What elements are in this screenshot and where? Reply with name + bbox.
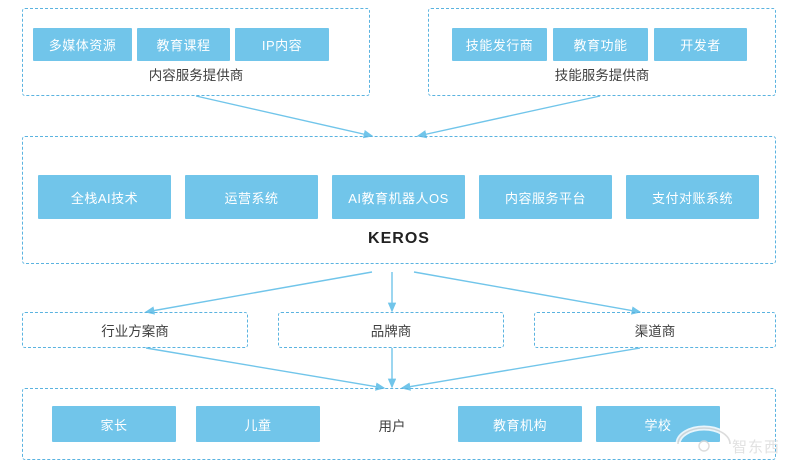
- chip-content-service-platform[interactable]: 内容服务平台: [479, 175, 612, 219]
- watermark-logo: 智东西: [675, 425, 780, 456]
- chip-education-courses[interactable]: 教育课程: [137, 28, 230, 61]
- box-channel-distributor[interactable]: 渠道商: [534, 312, 776, 348]
- chip-education-function[interactable]: 教育功能: [553, 28, 648, 61]
- arrow-platform-to-channel: [413, 271, 642, 315]
- chip-ip-content[interactable]: IP内容: [235, 28, 329, 61]
- chip-parents[interactable]: 家长: [52, 406, 176, 442]
- chip-school[interactable]: 学校: [596, 406, 720, 442]
- arrow-content-to-platform: [195, 95, 374, 139]
- box-brand-owner[interactable]: 品牌商: [278, 312, 504, 348]
- chip-ai-education-robot-os[interactable]: AI教育机器人OS: [332, 175, 465, 219]
- arrow-industry-to-users: [145, 347, 386, 391]
- caption-users: 用户: [378, 419, 406, 434]
- group-skill-service-provider: [428, 8, 776, 96]
- chip-developer[interactable]: 开发者: [654, 28, 747, 61]
- box-industry-solution[interactable]: 行业方案商: [22, 312, 248, 348]
- chip-skill-publisher[interactable]: 技能发行商: [452, 28, 547, 61]
- chip-operation-system[interactable]: 运营系统: [185, 175, 318, 219]
- group-content-service-provider: [22, 8, 370, 96]
- chip-education-institution[interactable]: 教育机构: [458, 406, 582, 442]
- chip-full-stack-ai[interactable]: 全栈AI技术: [38, 175, 171, 219]
- chip-multimedia-resources[interactable]: 多媒体资源: [33, 28, 132, 61]
- svg-text:智东西: 智东西: [732, 438, 780, 456]
- keros-title: KEROS: [368, 230, 430, 247]
- chip-payment-reconciliation[interactable]: 支付对账系统: [626, 175, 759, 219]
- group-users: [22, 388, 776, 460]
- arrow-channel-to-users: [400, 347, 641, 391]
- arrow-skill-to-platform: [416, 95, 601, 139]
- caption-content-service-provider: 内容服务提供商: [148, 68, 244, 83]
- chip-children[interactable]: 儿童: [196, 406, 320, 442]
- caption-skill-service-provider: 技能服务提供商: [554, 68, 650, 83]
- arrow-platform-to-industry: [144, 271, 373, 315]
- group-keros-platform: [22, 136, 776, 264]
